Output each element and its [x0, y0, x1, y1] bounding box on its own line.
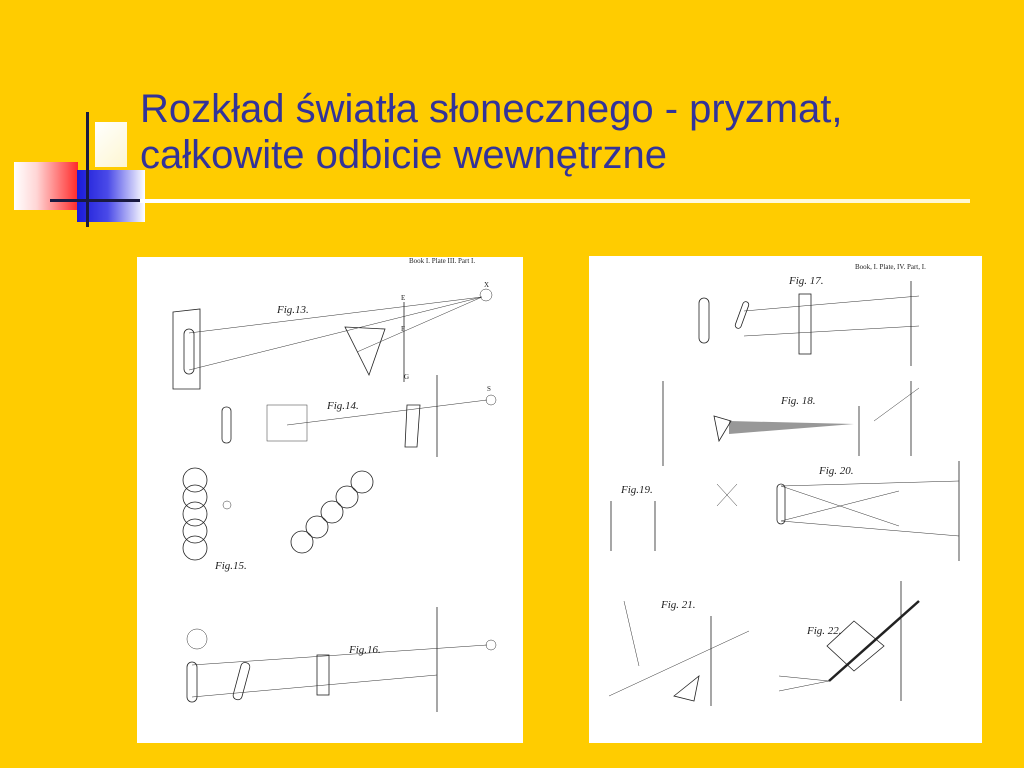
newton-plate-left-image: Book I. Plate III. Part I. Fig.13. X E F…: [137, 257, 523, 743]
fig22-label: Fig. 22.: [806, 625, 842, 637]
plate-right-header: Book, I. Plate, IV. Part, I.: [855, 263, 926, 271]
fig14-prism: [404, 404, 421, 448]
fig17-label: Fig. 17.: [788, 275, 824, 287]
fig16-label: Fig.16.: [348, 644, 381, 656]
fig18-label: Fig. 18.: [780, 395, 816, 407]
svg-text:F: F: [401, 325, 405, 333]
slide-title: Rozkład światła słonecznego - pryzmat, c…: [140, 86, 980, 178]
svg-text:G: G: [404, 373, 409, 381]
deco-horizontal-line: [50, 199, 145, 202]
fig15-label: Fig.15.: [214, 560, 247, 572]
fig15-circles: [182, 467, 374, 561]
svg-text:X: X: [484, 281, 489, 289]
fig13-spectrum: [183, 328, 195, 375]
fig21-label: Fig. 21.: [660, 599, 696, 611]
plate-left-drawing: Book I. Plate III. Part I. Fig.13. X E F…: [172, 257, 497, 712]
fig20-label: Fig. 20.: [818, 465, 854, 477]
svg-text:S: S: [487, 385, 491, 393]
deco-red-square: [14, 162, 78, 210]
newton-plate-right-image: Book, I. Plate, IV. Part, I. Fig. 17. Fi…: [589, 256, 982, 743]
decorative-squares: [0, 0, 160, 240]
fig19-label: Fig.19.: [620, 484, 653, 496]
plate-left-header: Book I. Plate III. Part I.: [409, 257, 475, 265]
plate-right-drawing: Book, I. Plate, IV. Part, I. Fig. 17. Fi…: [608, 263, 960, 706]
fig13-prism: [344, 326, 386, 377]
fig13-label: Fig.13.: [276, 304, 309, 316]
slide-title-line-1: Rozkład światła słonecznego - pryzmat,: [140, 87, 843, 131]
slide-title-line-2: całkowite odbicie wewnętrzne: [140, 133, 667, 177]
deco-white-square: [95, 122, 127, 167]
svg-text:E: E: [401, 294, 405, 302]
title-underline: [140, 199, 970, 203]
deco-vertical-line: [86, 112, 89, 227]
fig13-screen: [172, 308, 201, 390]
fig14-label: Fig.14.: [326, 400, 359, 412]
